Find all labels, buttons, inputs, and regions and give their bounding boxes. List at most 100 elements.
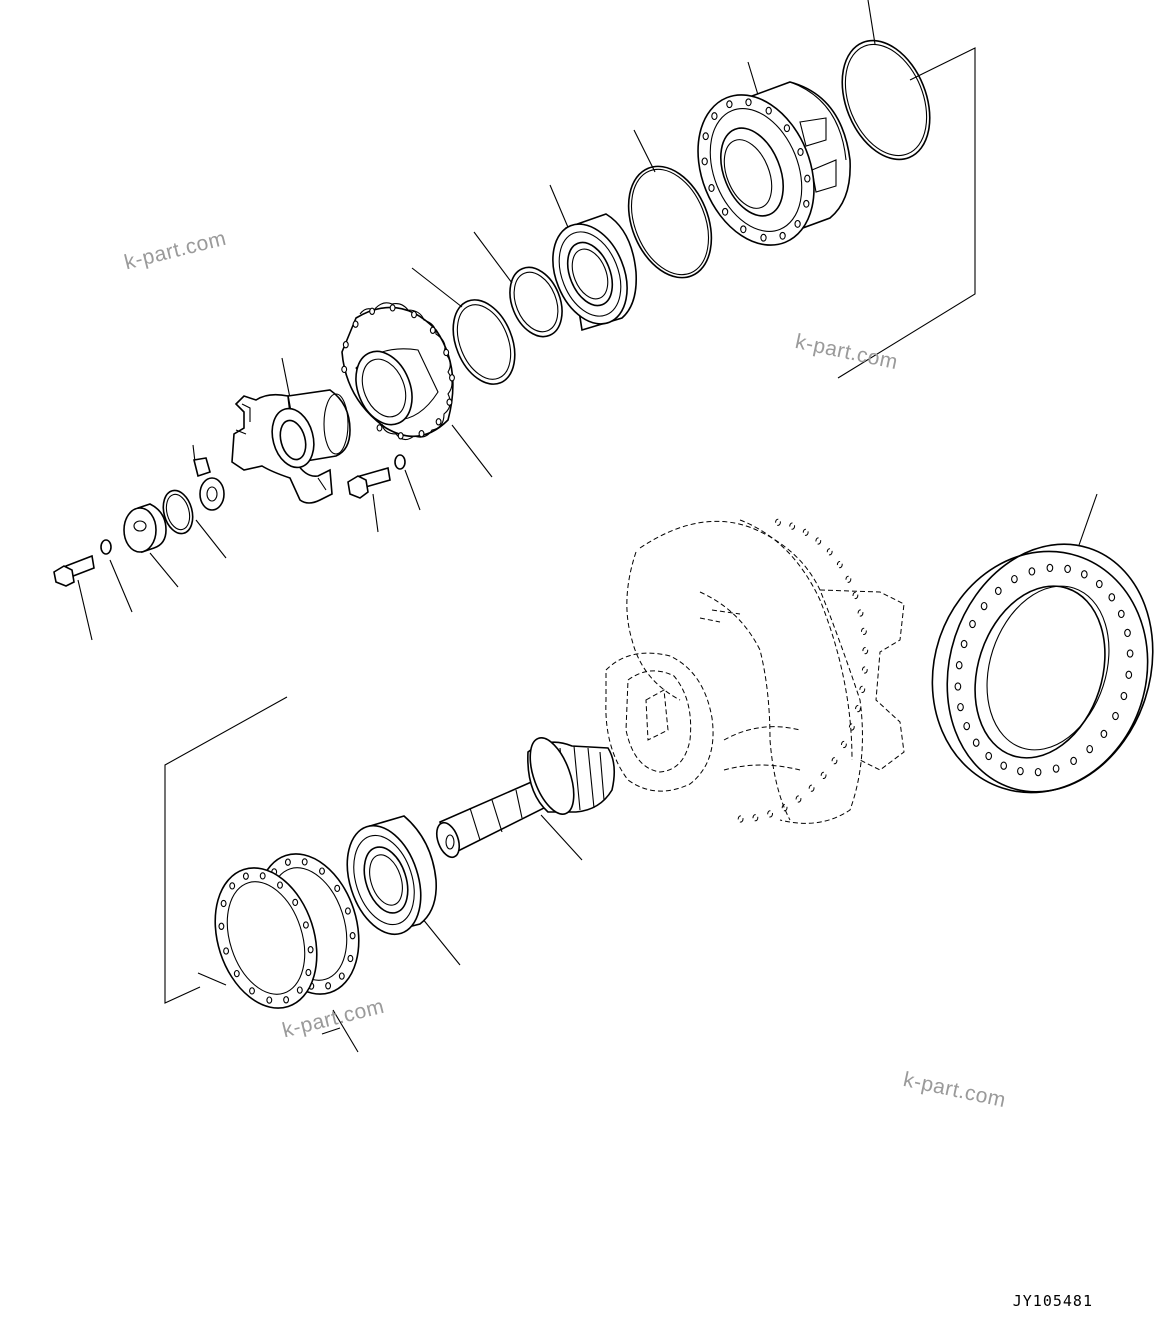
- bolt-hole: [349, 932, 356, 940]
- bolt-hole: [1034, 767, 1042, 777]
- bolt-hole: [347, 954, 354, 963]
- bolt-hole: [443, 348, 450, 357]
- bolt-hole: [855, 705, 861, 713]
- bolt-hole: [1017, 766, 1024, 776]
- bolt-hole: [266, 996, 273, 1004]
- bolt-hole: [862, 647, 869, 655]
- seal-retainer: [341, 302, 455, 441]
- bolt-hole: [376, 424, 383, 432]
- bolt-hole: [760, 233, 767, 242]
- bolt-hole: [765, 106, 772, 115]
- bearing-cage-housing: [697, 81, 851, 246]
- o-ring-large: [841, 39, 931, 161]
- bolt-hole: [836, 561, 843, 569]
- bolt-hole: [233, 969, 240, 978]
- bolt-hole: [284, 858, 291, 866]
- bolt-hole: [1000, 761, 1008, 770]
- bolt-hole: [389, 304, 396, 312]
- seal-ring: [452, 299, 516, 385]
- bolt-hole: [721, 207, 729, 216]
- bolt-hole: [218, 922, 225, 930]
- bolt-hole: [845, 575, 852, 583]
- bolt-hole: [1080, 570, 1088, 579]
- bolt-hole: [1124, 628, 1131, 638]
- shim-front-holes: [218, 872, 314, 1004]
- bolt-hole: [1126, 649, 1134, 658]
- bolt-hole: [1108, 593, 1116, 602]
- differential-case-outline: [605, 518, 905, 824]
- pinion-bearing: [346, 815, 437, 936]
- bolt-hole: [861, 666, 868, 674]
- drawing-code: JY105481: [1012, 1292, 1093, 1310]
- bolt-hole: [781, 804, 788, 812]
- bolt-hole: [980, 601, 988, 611]
- bolt-hole: [726, 100, 733, 109]
- bolt-hole: [802, 528, 809, 536]
- bolt-hole: [711, 112, 718, 121]
- bolt-hole: [292, 898, 299, 907]
- bolt-hole: [752, 814, 759, 822]
- bolt-hole: [702, 132, 709, 141]
- drive-pinion: [435, 737, 616, 859]
- bolt-hole: [820, 771, 827, 780]
- o-ring-medium: [627, 165, 713, 279]
- bolt-hole: [963, 721, 971, 731]
- bolt-hole: [249, 987, 255, 995]
- bolt-hole: [826, 548, 833, 556]
- bolt-hole: [277, 881, 283, 889]
- bolt-hole: [985, 751, 993, 761]
- bolt-hole: [745, 98, 752, 107]
- bolt-hole: [804, 174, 811, 183]
- ring-gear: [931, 543, 1154, 794]
- retainer-bolt-holes: [341, 304, 455, 440]
- bolt-hole: [779, 231, 786, 240]
- shim-mark: [321, 1027, 341, 1035]
- bolt-hole: [708, 184, 715, 192]
- bolt-hole: [302, 921, 309, 929]
- bolt-hole: [342, 341, 349, 349]
- bolt-hole: [338, 972, 345, 980]
- housing-bolt-holes: [701, 98, 811, 242]
- bolt-hole: [955, 661, 963, 670]
- bolt-hole: [701, 157, 708, 166]
- ring-gear-bolt-holes: [954, 563, 1134, 777]
- bolt-hole: [1028, 567, 1036, 576]
- bolt-hole: [283, 996, 290, 1004]
- bolt-hole: [803, 199, 810, 208]
- bolt-hole: [775, 518, 781, 526]
- bolt-hole: [815, 537, 822, 545]
- taper-roller-bearing: [552, 213, 638, 332]
- bolt-hole: [301, 858, 308, 866]
- bolt-hole: [794, 219, 801, 228]
- bolt-hole: [994, 586, 1002, 596]
- leader-lines: [77, 0, 1098, 1053]
- bolt-hole: [848, 723, 855, 731]
- bolt-hole: [841, 740, 847, 749]
- bolt-hole: [861, 627, 867, 636]
- bolt-hole: [859, 685, 866, 694]
- bolt-hole: [737, 815, 744, 823]
- bolt-hole: [446, 398, 453, 406]
- bolt-hole: [369, 307, 376, 315]
- bolt-hole: [1100, 729, 1108, 739]
- bolt-hole: [960, 639, 968, 649]
- bolt-hole: [808, 784, 815, 792]
- bolt-hole: [1070, 756, 1077, 766]
- bolt-hole: [969, 619, 976, 629]
- bolt-hole: [857, 609, 864, 617]
- bolt-hole: [795, 795, 802, 803]
- bolt-hole: [429, 326, 436, 334]
- bolt-hole: [957, 702, 964, 712]
- bolt-hole: [1046, 563, 1054, 573]
- bolt-hole: [397, 432, 404, 440]
- coupling-yoke: [231, 389, 351, 504]
- bolt-hole: [1052, 764, 1060, 773]
- bolt-hole: [341, 365, 348, 374]
- bolt-hole: [325, 982, 332, 990]
- bolt-hole: [783, 124, 791, 133]
- bolt-hole: [767, 810, 773, 818]
- bolt-hole: [1120, 691, 1128, 701]
- bolt-hole: [1095, 579, 1103, 589]
- bolt-hole: [435, 418, 442, 426]
